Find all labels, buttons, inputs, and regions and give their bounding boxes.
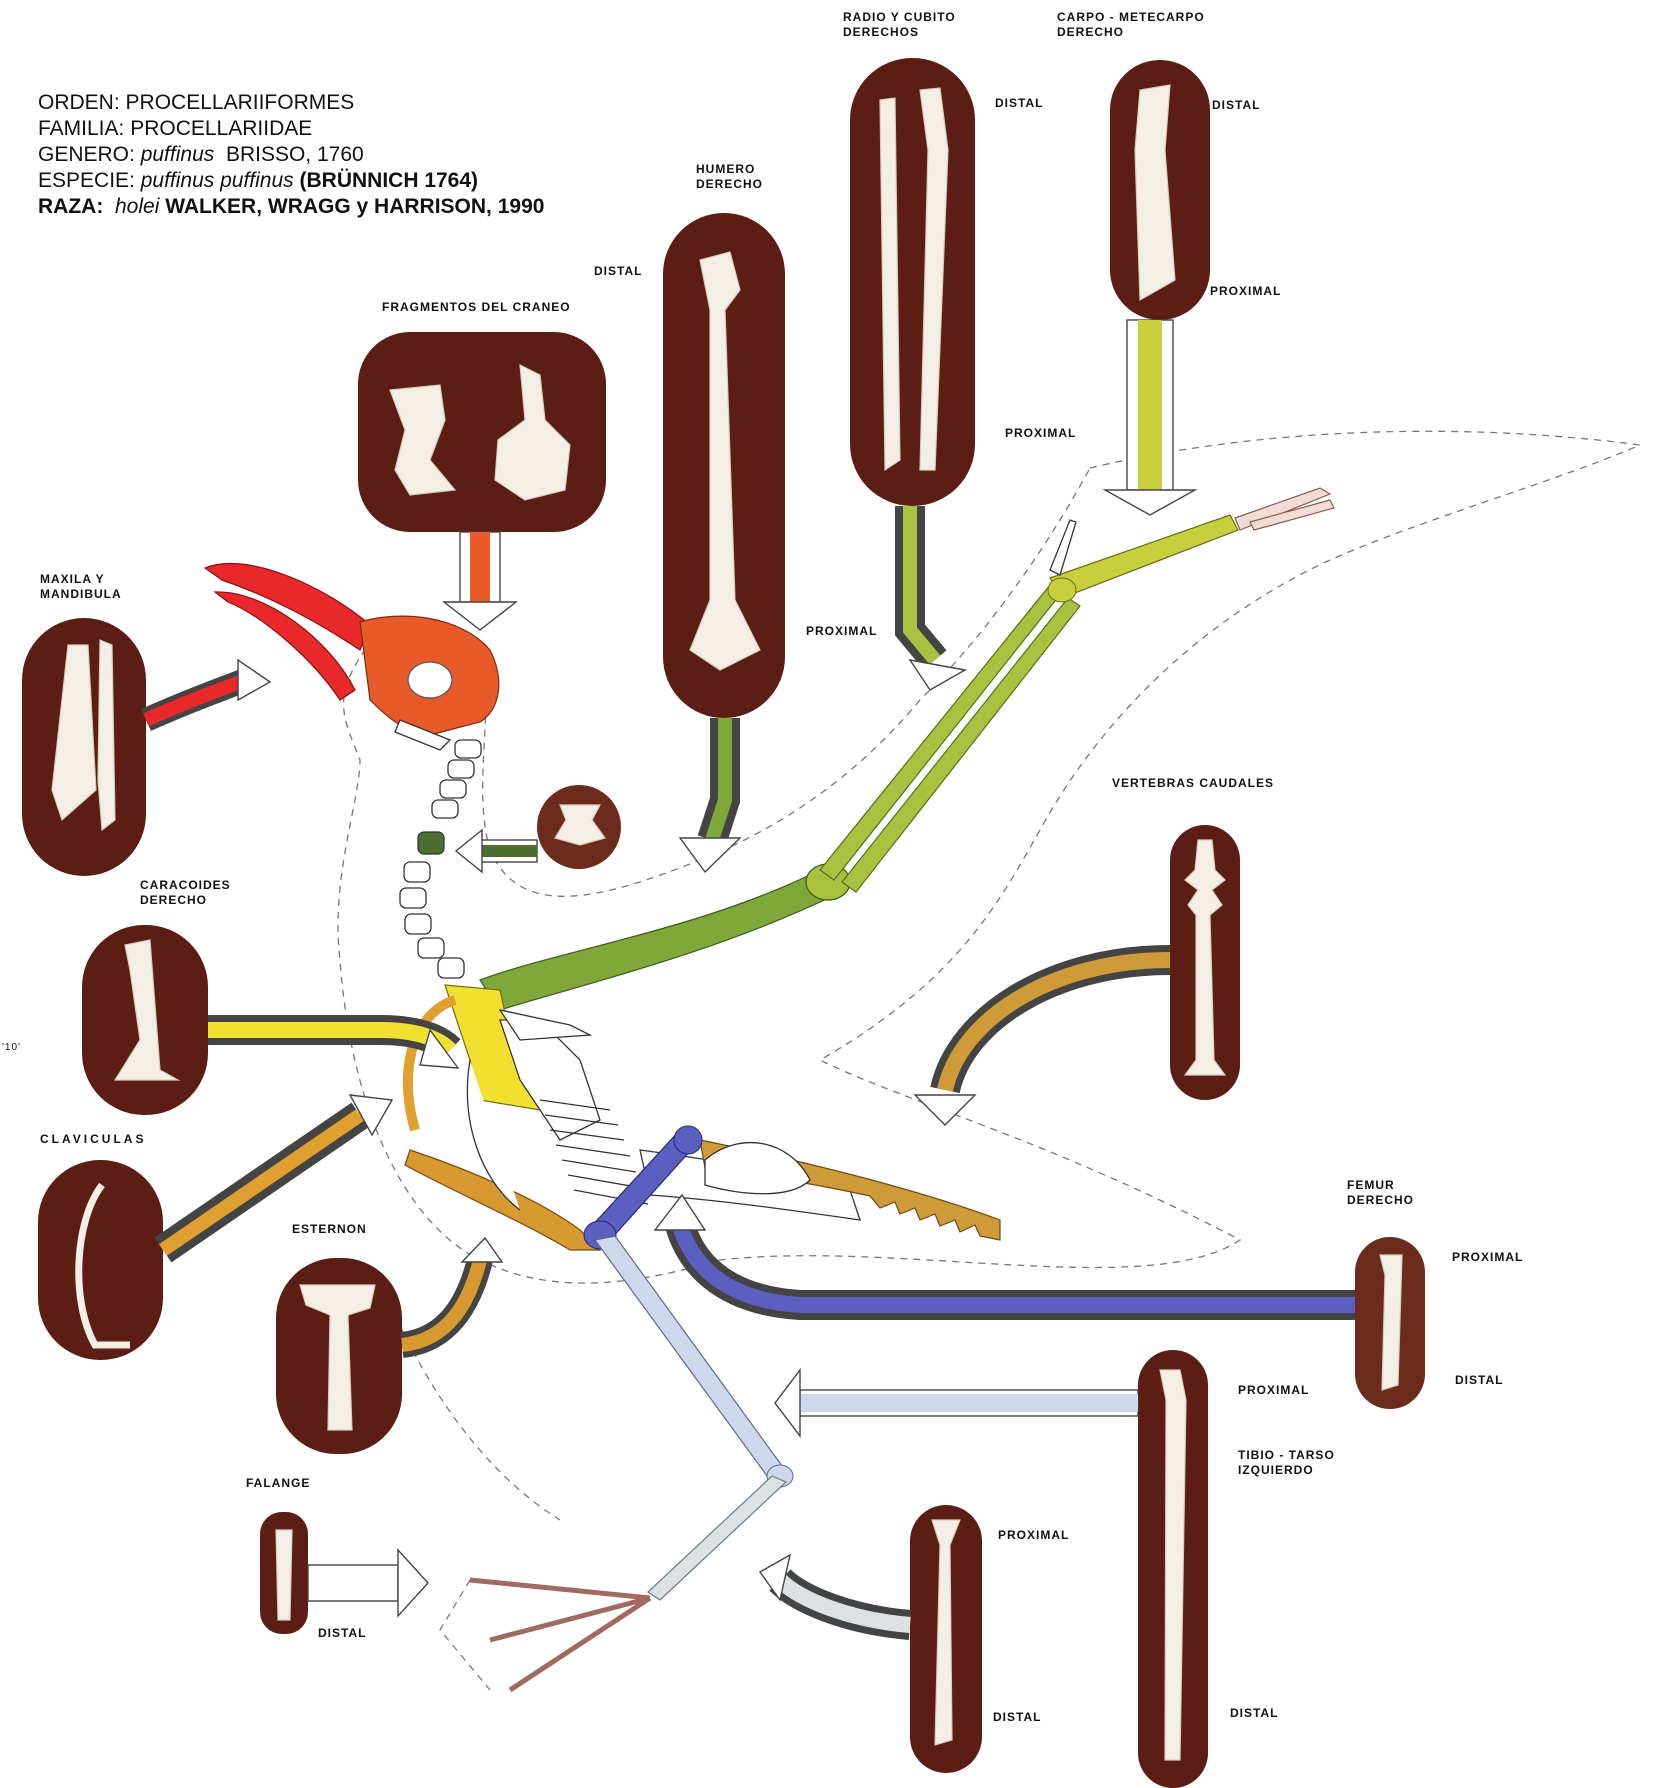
- falange-distal-label: DISTAL: [318, 1626, 366, 1641]
- raza-species: holei: [115, 195, 159, 218]
- radio-distal-label: DISTAL: [995, 96, 1043, 111]
- panel-tibio: [1138, 1350, 1208, 1788]
- leg-bones: [440, 1126, 793, 1690]
- arrow-tarso: [760, 1555, 910, 1625]
- especie-key: ESPECIE:: [38, 169, 135, 192]
- label-radio-cubito: RADIO Y CUBITO DERECHOS: [843, 10, 956, 40]
- arrow-tibio: [775, 1370, 1138, 1436]
- arrow-craneo: [444, 532, 516, 630]
- arrow-radio: [910, 506, 965, 690]
- label-femur: FEMUR DERECHO: [1347, 1178, 1414, 1208]
- femur-proximal-label: PROXIMAL: [1452, 1250, 1523, 1265]
- panel-maxila: [22, 618, 146, 876]
- familia-key: FAMILIA:: [38, 117, 124, 140]
- label-tibio-tarso: TIBIO - TARSO IZQUIERDO: [1238, 1448, 1335, 1478]
- panel-vertebras: [1170, 825, 1240, 1100]
- arrow-cervical: [456, 830, 537, 872]
- raza-key: RAZA:: [38, 195, 103, 218]
- taxonomy-orden: ORDEN: PROCELLARIIFORMES: [38, 90, 544, 116]
- panel-caracoides: [82, 925, 208, 1115]
- tibio-distal-label: DISTAL: [1230, 1706, 1278, 1721]
- orden-key: ORDEN:: [38, 91, 120, 114]
- label-esternon: ESTERNON: [292, 1222, 367, 1237]
- carpo-distal-label: DISTAL: [1212, 98, 1260, 113]
- panel-falange: [260, 1512, 308, 1634]
- femur-head: [674, 1126, 702, 1154]
- panel-cervical: [537, 785, 621, 869]
- humero-proximal-label: PROXIMAL: [806, 624, 877, 639]
- label-vertebras: VERTEBRAS CAUDALES: [1112, 776, 1274, 791]
- label-falange: FALANGE: [246, 1476, 310, 1491]
- arrow-caracoides: [208, 1030, 458, 1068]
- carpo-proximal-label: PROXIMAL: [1210, 284, 1281, 299]
- orden-value: PROCELLARIIFORMES: [126, 91, 355, 114]
- label-carpo-metacarpo: CARPO - METECARPO DERECHO: [1057, 10, 1205, 40]
- taxonomy-block: ORDEN: PROCELLARIIFORMES FAMILIA: PROCEL…: [38, 90, 544, 220]
- carpometacarpus-bone: [1050, 515, 1238, 598]
- panel-femur: [1355, 1237, 1425, 1409]
- humerus-bone: [480, 870, 835, 1010]
- label-humero: HUMERO DERECHO: [696, 162, 763, 192]
- arrow-vertebras: [915, 960, 1170, 1125]
- alula-bone: [1050, 520, 1076, 575]
- especie-author: (BRÜNNICH 1764): [300, 169, 479, 192]
- panel-claviculas: [38, 1160, 163, 1360]
- arrow-carpo: [1105, 320, 1195, 515]
- genero-key: GENERO:: [38, 143, 135, 166]
- panel-esternon: [276, 1258, 402, 1454]
- arrow-humero: [680, 718, 740, 872]
- taxonomy-familia: FAMILIA: PROCELLARIIDAE: [38, 116, 544, 142]
- panel-radio: [850, 58, 975, 506]
- label-maxila: MAXILA Y MANDIBULA: [40, 572, 122, 602]
- foot-web-outline: [440, 1580, 490, 1690]
- arrow-falange: [308, 1550, 428, 1616]
- panel-craneo: [358, 332, 606, 532]
- label-claviculas: CLAVICULAS: [40, 1132, 146, 1147]
- highlighted-vertebra: [418, 832, 444, 854]
- label-caracoides: CARACOIDES DERECHO: [140, 878, 231, 908]
- radio-proximal-label: PROXIMAL: [1005, 426, 1076, 441]
- wrist: [1048, 578, 1076, 602]
- tarsometatarsus-bone: [648, 1476, 786, 1600]
- genero-species: puffinus: [141, 143, 215, 166]
- orbit: [408, 662, 452, 698]
- arrow-femur: [655, 1195, 1355, 1305]
- especie-species: puffinus puffinus: [141, 169, 294, 192]
- panel-carpo: [1110, 60, 1210, 320]
- arrow-esternon: [402, 1238, 502, 1345]
- taxonomy-especie: ESPECIE: puffinus puffinus (BRÜNNICH 176…: [38, 168, 544, 194]
- raza-author: WALKER, WRAGG y HARRISON, 1990: [165, 195, 544, 218]
- tarso-proximal-label: PROXIMAL: [998, 1528, 1069, 1543]
- panel-tarso: [910, 1505, 982, 1773]
- familia-value: PROCELLARIIDAE: [130, 117, 312, 140]
- ulna-bone: [842, 598, 1080, 892]
- tibio-proximal-label: PROXIMAL: [1238, 1383, 1309, 1398]
- taxonomy-genero: GENERO: puffinus BRISSO, 1760: [38, 142, 544, 168]
- humero-distal-label: DISTAL: [594, 264, 642, 279]
- skull: [205, 564, 499, 750]
- label-craneo: FRAGMENTOS DEL CRANEO: [382, 300, 571, 315]
- toe-bones: [470, 1580, 650, 1690]
- femur-distal-label: DISTAL: [1455, 1373, 1503, 1388]
- arrow-maxila: [146, 660, 270, 720]
- tarso-distal-label: DISTAL: [993, 1710, 1041, 1725]
- genero-author: BRISSO, 1760: [226, 143, 364, 166]
- panel-humero: [663, 213, 785, 718]
- taxonomy-raza: RAZA: holei WALKER, WRAGG y HARRISON, 19…: [38, 194, 544, 220]
- stray-mark: '10': [2, 1040, 21, 1055]
